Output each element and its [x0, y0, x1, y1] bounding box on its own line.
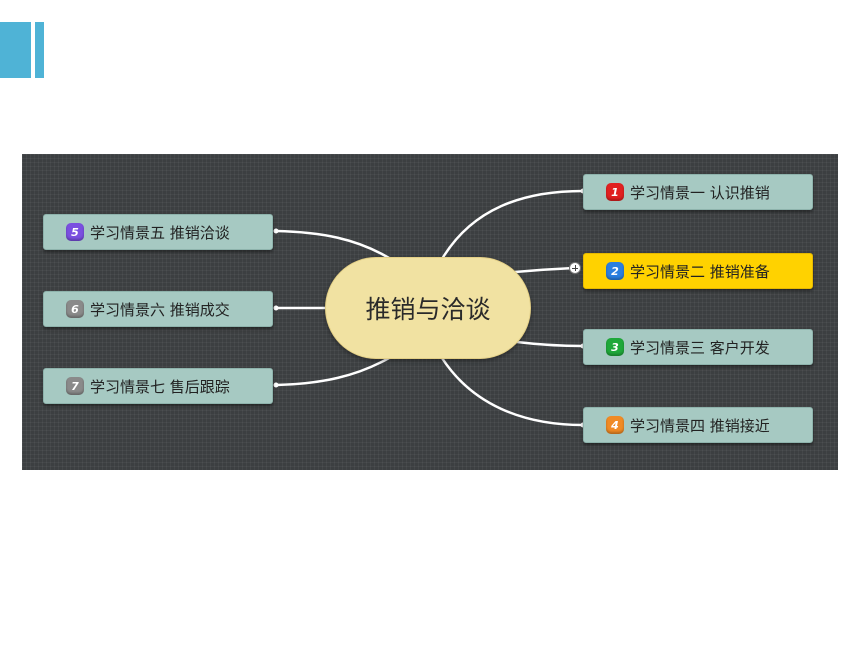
central-topic[interactable]: 推销与洽谈 — [325, 257, 531, 359]
connector-topic-2 — [514, 266, 575, 274]
topic-node-6[interactable]: 6 学习情景六 推销成交 — [43, 291, 273, 327]
topic-label: 学习情景二 推销准备 — [630, 262, 770, 281]
topic-label: 学习情景三 客户开发 — [630, 338, 770, 357]
topic-node-2[interactable]: 2 学习情景二 推销准备 — [583, 253, 813, 289]
connector-topic-3 — [516, 340, 584, 348]
priority-6-icon: 6 — [66, 300, 84, 318]
connector-topic-4 — [440, 357, 584, 427]
priority-5-icon: 5 — [66, 223, 84, 241]
central-topic-label: 推销与洽谈 — [365, 295, 491, 324]
priority-7-icon: 7 — [66, 377, 84, 395]
topic-label: 学习情景六 推销成交 — [90, 300, 230, 319]
connector-topic-1 — [440, 189, 584, 260]
mindmap-canvas[interactable]: 推销与洽谈 1 学习情景一 认识推销 2 学习情景二 推销准备 3 学习情景三 … — [22, 154, 838, 470]
priority-4-icon: 4 — [606, 416, 624, 434]
priority-3-icon: 3 — [606, 338, 624, 356]
title-accent-bar-thin — [35, 22, 44, 78]
priority-2-icon: 2 — [606, 262, 624, 280]
priority-1-icon: 1 — [606, 183, 624, 201]
topic-node-5[interactable]: 5 学习情景五 推销洽谈 — [43, 214, 273, 250]
topic-label: 学习情景四 推销接近 — [630, 416, 770, 435]
topic-label: 学习情景一 认识推销 — [630, 183, 770, 202]
collapse-toggle-icon[interactable] — [569, 262, 581, 274]
connector-topic-5 — [275, 229, 390, 260]
topic-node-3[interactable]: 3 学习情景三 客户开发 — [583, 329, 813, 365]
topic-node-7[interactable]: 7 学习情景七 售后跟踪 — [43, 368, 273, 404]
topic-node-1[interactable]: 1 学习情景一 认识推销 — [583, 174, 813, 210]
title-accent-bar — [0, 22, 31, 78]
topic-node-4[interactable]: 4 学习情景四 推销接近 — [583, 407, 813, 443]
connector-topic-7 — [275, 356, 390, 387]
topic-label: 学习情景五 推销洽谈 — [90, 223, 230, 242]
topic-label: 学习情景七 售后跟踪 — [90, 377, 230, 396]
